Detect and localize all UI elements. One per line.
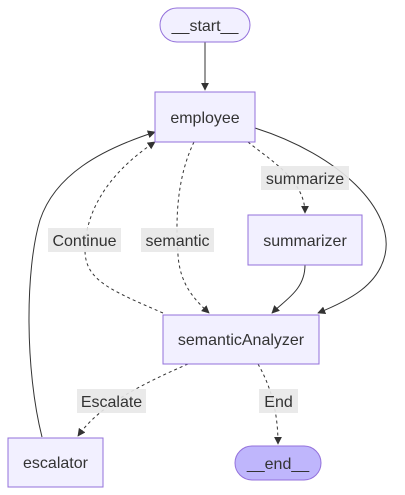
svg-text:employee: employee bbox=[170, 110, 239, 127]
edge-employee-summarizer bbox=[247, 141, 309, 214]
node-escalator[interactable]: escalator bbox=[7, 437, 104, 488]
node-end[interactable]: __end__ bbox=[234, 445, 322, 481]
svg-text:semantic: semantic bbox=[145, 233, 209, 250]
edge-labels: summarize Continue semantic Escalate End bbox=[48, 166, 349, 413]
edge-label-summarize: summarize bbox=[261, 166, 349, 190]
edge-summarizer-semanticanalyzer bbox=[271, 264, 306, 314]
svg-text:__start__: __start__ bbox=[171, 18, 240, 35]
svg-text:__end__: __end__ bbox=[246, 456, 310, 473]
edge-label-end: End bbox=[259, 389, 298, 413]
edge-employee-semanticanalyzer-dashed bbox=[176, 141, 210, 314]
node-semanticanalyzer[interactable]: semanticAnalyzer bbox=[162, 314, 320, 365]
svg-text:summarizer: summarizer bbox=[263, 233, 347, 250]
edge-label-continue: Continue bbox=[48, 228, 121, 252]
edge-escalator-employee bbox=[28, 130, 156, 438]
nodes: __start__ employee summarizer semanticAn… bbox=[7, 7, 363, 488]
svg-text:End: End bbox=[264, 394, 292, 411]
node-start[interactable]: __start__ bbox=[159, 7, 251, 43]
edge-employee-semanticanalyzer-solid bbox=[254, 127, 387, 314]
edge-label-semantic: semantic bbox=[141, 228, 214, 252]
svg-text:semanticAnalyzer: semanticAnalyzer bbox=[178, 332, 305, 349]
node-employee[interactable]: employee bbox=[154, 91, 256, 143]
edges bbox=[28, 42, 387, 445]
svg-text:Continue: Continue bbox=[52, 233, 116, 250]
node-summarizer[interactable]: summarizer bbox=[247, 214, 363, 266]
edge-label-escalate: Escalate bbox=[77, 389, 146, 413]
svg-text:summarize: summarize bbox=[266, 171, 344, 188]
svg-text:escalator: escalator bbox=[23, 455, 89, 472]
svg-text:Escalate: Escalate bbox=[81, 394, 142, 411]
edge-semanticanalyzer-employee bbox=[84, 141, 164, 314]
